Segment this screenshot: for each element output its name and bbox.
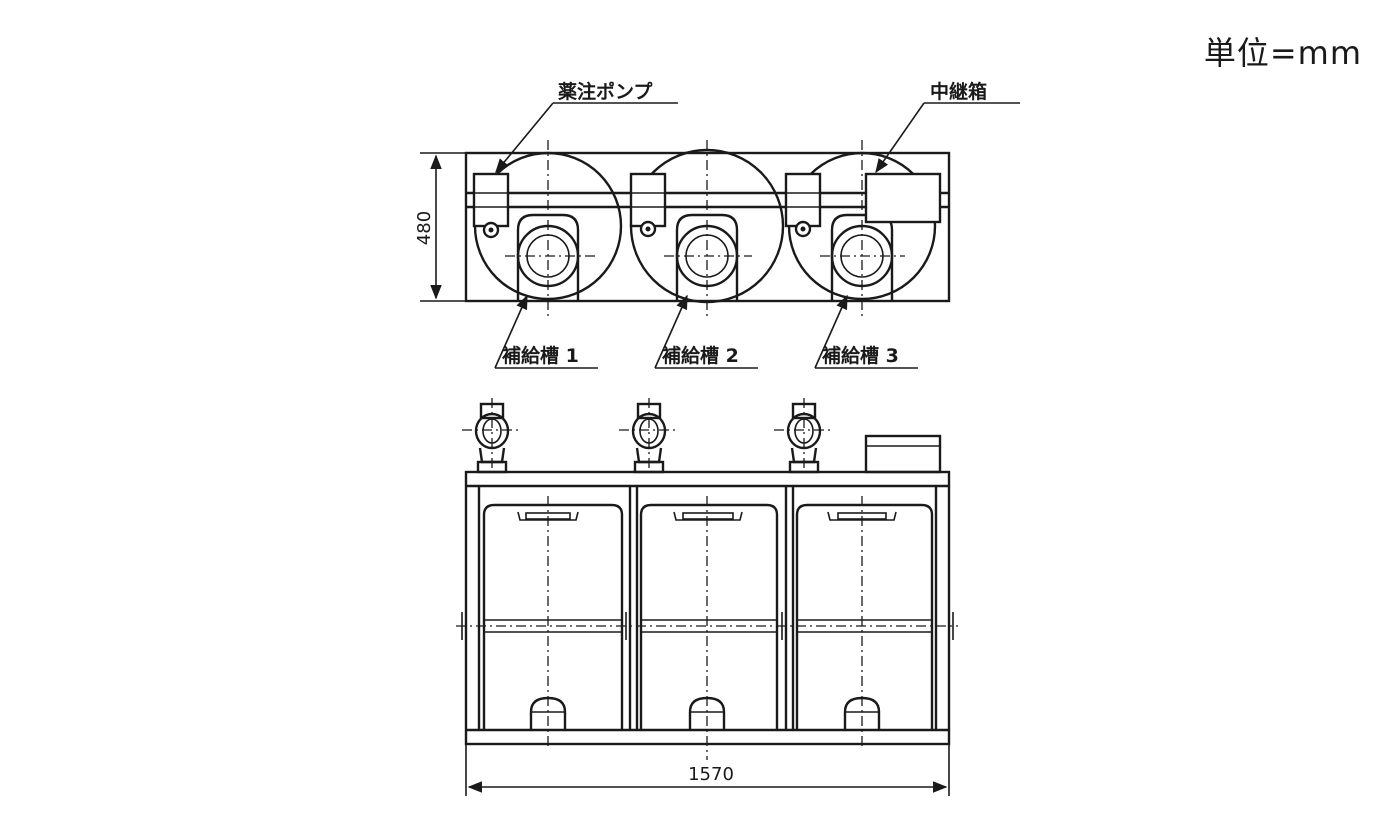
dimension-1570: 1570 [465, 744, 950, 796]
leader-tank-1: 補給槽 1 [494, 294, 598, 369]
pump-3-top [784, 172, 822, 238]
leader-tank-3: 補給槽 3 [814, 294, 918, 369]
pump-2-front [619, 398, 679, 474]
tank-2-label: 補給槽 2 [661, 344, 739, 367]
tank-3-front [795, 496, 934, 746]
top-view: 480 薬注ポンプ 中継箱 補給槽 1 補給槽 2 補給槽 3 [414, 80, 1020, 369]
leader-junction-box: 中継箱 [875, 80, 1020, 174]
pump-1-front [462, 398, 522, 474]
leader-pump: 薬注ポンプ [495, 80, 678, 174]
leader-tank-2: 補給槽 2 [654, 294, 758, 369]
junction-box-label: 中継箱 [930, 80, 987, 103]
tank-1-front [482, 496, 624, 746]
dimension-480: 480 [414, 152, 466, 302]
junction-box-front [864, 434, 942, 474]
tank-3-label: 補給槽 3 [821, 344, 899, 367]
pump-3-front [774, 398, 834, 474]
pump-2-top [629, 172, 667, 238]
front-view: 1570 [456, 398, 958, 796]
junction-box-top [864, 172, 942, 224]
dimension-480-text: 480 [414, 211, 435, 245]
dimension-1570-text: 1570 [688, 764, 734, 785]
tank-1-label: 補給槽 1 [501, 344, 579, 367]
unit-label: 単位=mm [1203, 34, 1362, 72]
pump-label: 薬注ポンプ [557, 80, 653, 103]
pump-1-top [472, 172, 510, 239]
tank-2-front [639, 496, 779, 760]
